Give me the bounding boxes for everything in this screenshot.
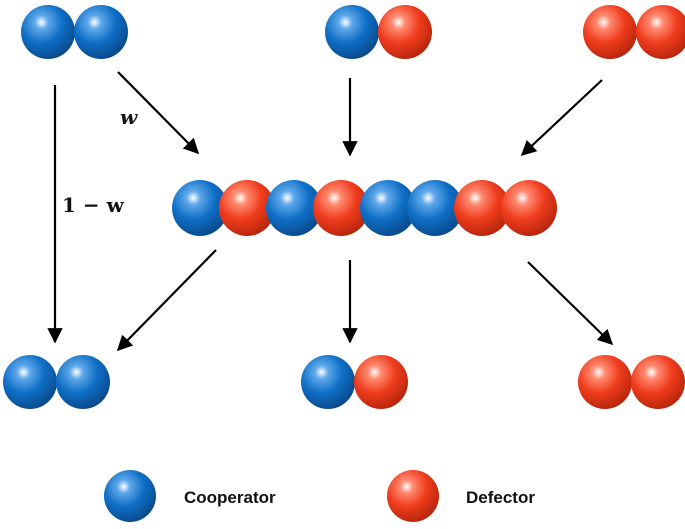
chain-0-cooperator-ball (172, 180, 228, 236)
legend-defector-label: Defector (466, 488, 535, 507)
bottom-pair-0-right-cooperator-ball (56, 355, 110, 409)
chain-3-defector-ball (313, 180, 369, 236)
top-pair-0-left-cooperator-ball (21, 5, 75, 59)
top-pair-1-left-cooperator-ball (325, 5, 379, 59)
legend-defector-ball (387, 470, 439, 522)
strategy-chain (172, 180, 557, 236)
chain-2-cooperator-ball (266, 180, 322, 236)
legend-cooperator-label: Cooperator (184, 488, 276, 507)
arrow-right-to-chain (520, 79, 603, 157)
arrows (47, 71, 614, 352)
top-pair-1-right-defector-ball (378, 5, 432, 59)
arrow-chain-to-right (527, 261, 614, 346)
bottom-pair-2-left-defector-ball (578, 355, 632, 409)
bottom-pair-1-right-defector-ball (354, 355, 408, 409)
chain-1-defector-ball (219, 180, 275, 236)
top-pairs (21, 5, 685, 59)
top-pair-0-right-cooperator-ball (74, 5, 128, 59)
bottom-pairs (3, 355, 685, 409)
chain-6-defector-ball (454, 180, 510, 236)
bottom-pair-1-left-cooperator-ball (301, 355, 355, 409)
arrow-left-to-chain (117, 71, 200, 155)
chain-4-cooperator-ball (360, 180, 416, 236)
legend-cooperator-ball (104, 470, 156, 522)
top-pair-2-right-defector-ball (636, 5, 685, 59)
bottom-pair-0-left-cooperator-ball (3, 355, 57, 409)
chain-7-defector-ball (501, 180, 557, 236)
arrow-chain-to-left (116, 249, 217, 352)
legend: Cooperator Defector (104, 470, 535, 522)
top-pair-2-left-defector-ball (583, 5, 637, 59)
chain-5-cooperator-ball (407, 180, 463, 236)
label-w: w (120, 105, 138, 129)
label-one-minus-w: 1 − w (62, 193, 125, 217)
bottom-pair-2-right-defector-ball (631, 355, 685, 409)
